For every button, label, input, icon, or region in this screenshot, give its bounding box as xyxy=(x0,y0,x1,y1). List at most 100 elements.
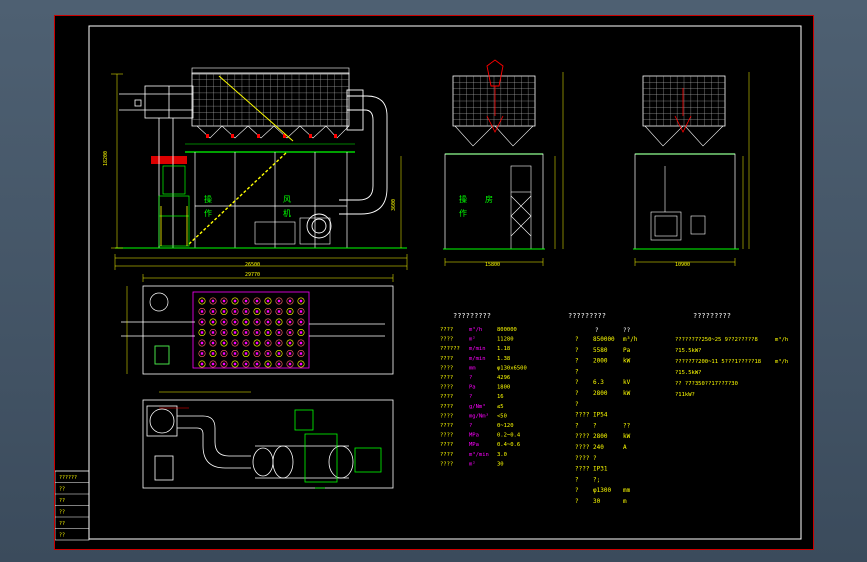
filter-bag-circle xyxy=(264,349,272,357)
filter-bag-cell xyxy=(211,331,215,334)
table1-cell: 11280 xyxy=(497,337,514,343)
table1-cell: ???? xyxy=(440,375,453,381)
table1-cell: ?????? xyxy=(440,346,460,352)
filter-bag-cell xyxy=(222,320,226,324)
filter-bag-cell xyxy=(244,299,248,303)
filter-bag-circle xyxy=(209,297,217,305)
table2-cell: A xyxy=(623,444,627,451)
table2-cell: kV xyxy=(623,379,631,386)
filter-bag-cell xyxy=(288,352,292,355)
table1-cell: m³/min xyxy=(469,451,489,458)
table2-cell: ? xyxy=(575,487,579,494)
table2-header-1: ?? xyxy=(623,327,631,334)
table2-cell: ???? xyxy=(575,466,590,473)
dim-plan-total: 29770 xyxy=(245,272,260,278)
table2-title: ????????? xyxy=(568,312,606,320)
table2-cell: kW xyxy=(623,390,631,397)
filter-bag-cell xyxy=(277,320,281,324)
table1-cell: <50 xyxy=(497,413,507,419)
filter-bag-cell xyxy=(299,320,303,324)
filter-bag-cell xyxy=(288,331,292,334)
table1-cell: mm xyxy=(469,365,476,371)
table1-cell: ???? xyxy=(440,327,453,333)
filter-bag-cell xyxy=(299,362,303,366)
filter-bag-circle xyxy=(220,339,228,347)
title-block-cell: ?????? xyxy=(59,475,77,481)
filter-bag-cell xyxy=(266,331,270,334)
table1-cell: φ130x6500 xyxy=(497,365,527,371)
table1-cell: g/Nm³ xyxy=(469,403,486,410)
filter-bag-circle xyxy=(264,328,272,336)
table1-cell: ???? xyxy=(440,356,453,362)
dim-front-total: 26500 xyxy=(245,262,260,268)
filter-bag-circle xyxy=(242,339,250,347)
fan-room-label-2: 机 xyxy=(283,208,291,218)
fan-room-label-1: 风 xyxy=(283,195,291,204)
filter-bag-circle xyxy=(286,297,294,305)
aux-table-3: ????????? ??????7?250~25 9??2?????8?15.5… xyxy=(675,312,788,398)
filter-bag-cell xyxy=(233,310,237,313)
filter-bag-circle xyxy=(297,307,305,315)
table2-cell: ? xyxy=(593,422,597,429)
filter-bag-circle xyxy=(297,328,305,336)
table3-line: ??????7?250~25 9??2?????8 xyxy=(675,337,758,343)
filter-bag-circle xyxy=(242,318,250,326)
table3-line: ?15.5kW? xyxy=(675,370,702,376)
table1-cell: ???? xyxy=(440,461,453,467)
title-block-cell: ?? xyxy=(59,521,65,527)
table2-cell: ???? xyxy=(575,412,590,419)
filter-bag-cell xyxy=(244,362,248,366)
table1-cell: mg/Nm³ xyxy=(469,412,489,419)
table3-line: ?11kW? xyxy=(675,392,695,398)
table1-cell: ???? xyxy=(440,404,453,410)
table1-cell: Pa xyxy=(469,385,476,391)
filter-bag-circle xyxy=(198,339,206,347)
filter-bag-cell xyxy=(266,310,270,313)
table2-cell: ? xyxy=(575,498,579,505)
filter-bag-cell xyxy=(200,362,204,366)
dim-duct-width: 3600 xyxy=(391,199,397,211)
end-elevation: 10900 xyxy=(633,72,750,268)
filter-bag-cell xyxy=(200,299,204,303)
filter-bag-circle xyxy=(231,297,239,305)
filter-bag-circle xyxy=(220,318,228,326)
filter-bag-circle xyxy=(231,339,239,347)
filter-bag-circle xyxy=(286,328,294,336)
filter-bag-circle xyxy=(242,349,250,357)
filter-bag-circle xyxy=(253,339,261,347)
filter-bag-circle xyxy=(220,297,228,305)
filter-bag-cell xyxy=(266,341,270,345)
table1-cell: ???? xyxy=(440,413,453,419)
table2-cell: ? xyxy=(575,368,579,375)
filter-bag-cell xyxy=(255,362,259,366)
table2-cell: mm xyxy=(623,487,631,494)
filter-bag-cell xyxy=(255,341,259,345)
table2-header-0: ? xyxy=(595,327,599,334)
filter-bag-cell xyxy=(233,362,237,366)
dim-end-total: 10900 xyxy=(675,262,690,268)
filter-bag-cell xyxy=(211,341,215,345)
filter-bag-cell xyxy=(244,331,248,334)
table1-cell: MPa xyxy=(469,442,479,448)
filter-bag-cell xyxy=(277,310,281,313)
filter-bag-cell xyxy=(233,352,237,355)
filter-bag-circle xyxy=(264,360,272,368)
table1-cell: 800000 xyxy=(497,327,517,333)
filter-bag-cell xyxy=(222,331,226,334)
dim-height-left: 18200 xyxy=(103,151,109,166)
side-work-label-1: 操 xyxy=(459,194,467,204)
table2-cell: Pa xyxy=(623,347,631,354)
table2-cell: 6.3 xyxy=(593,379,604,386)
filter-bag-cell xyxy=(255,299,259,303)
filter-bag-circle xyxy=(286,360,294,368)
title-block-cell: ?? xyxy=(59,510,65,516)
filter-bag-circle xyxy=(198,318,206,326)
filter-bag-circle xyxy=(253,318,261,326)
title-block: ???????????????? xyxy=(54,470,90,541)
filter-bag-circle xyxy=(264,307,272,315)
filter-bag-circle xyxy=(297,360,305,368)
filter-bag-circle xyxy=(253,349,261,357)
table1-cell: m³/h xyxy=(469,326,482,333)
